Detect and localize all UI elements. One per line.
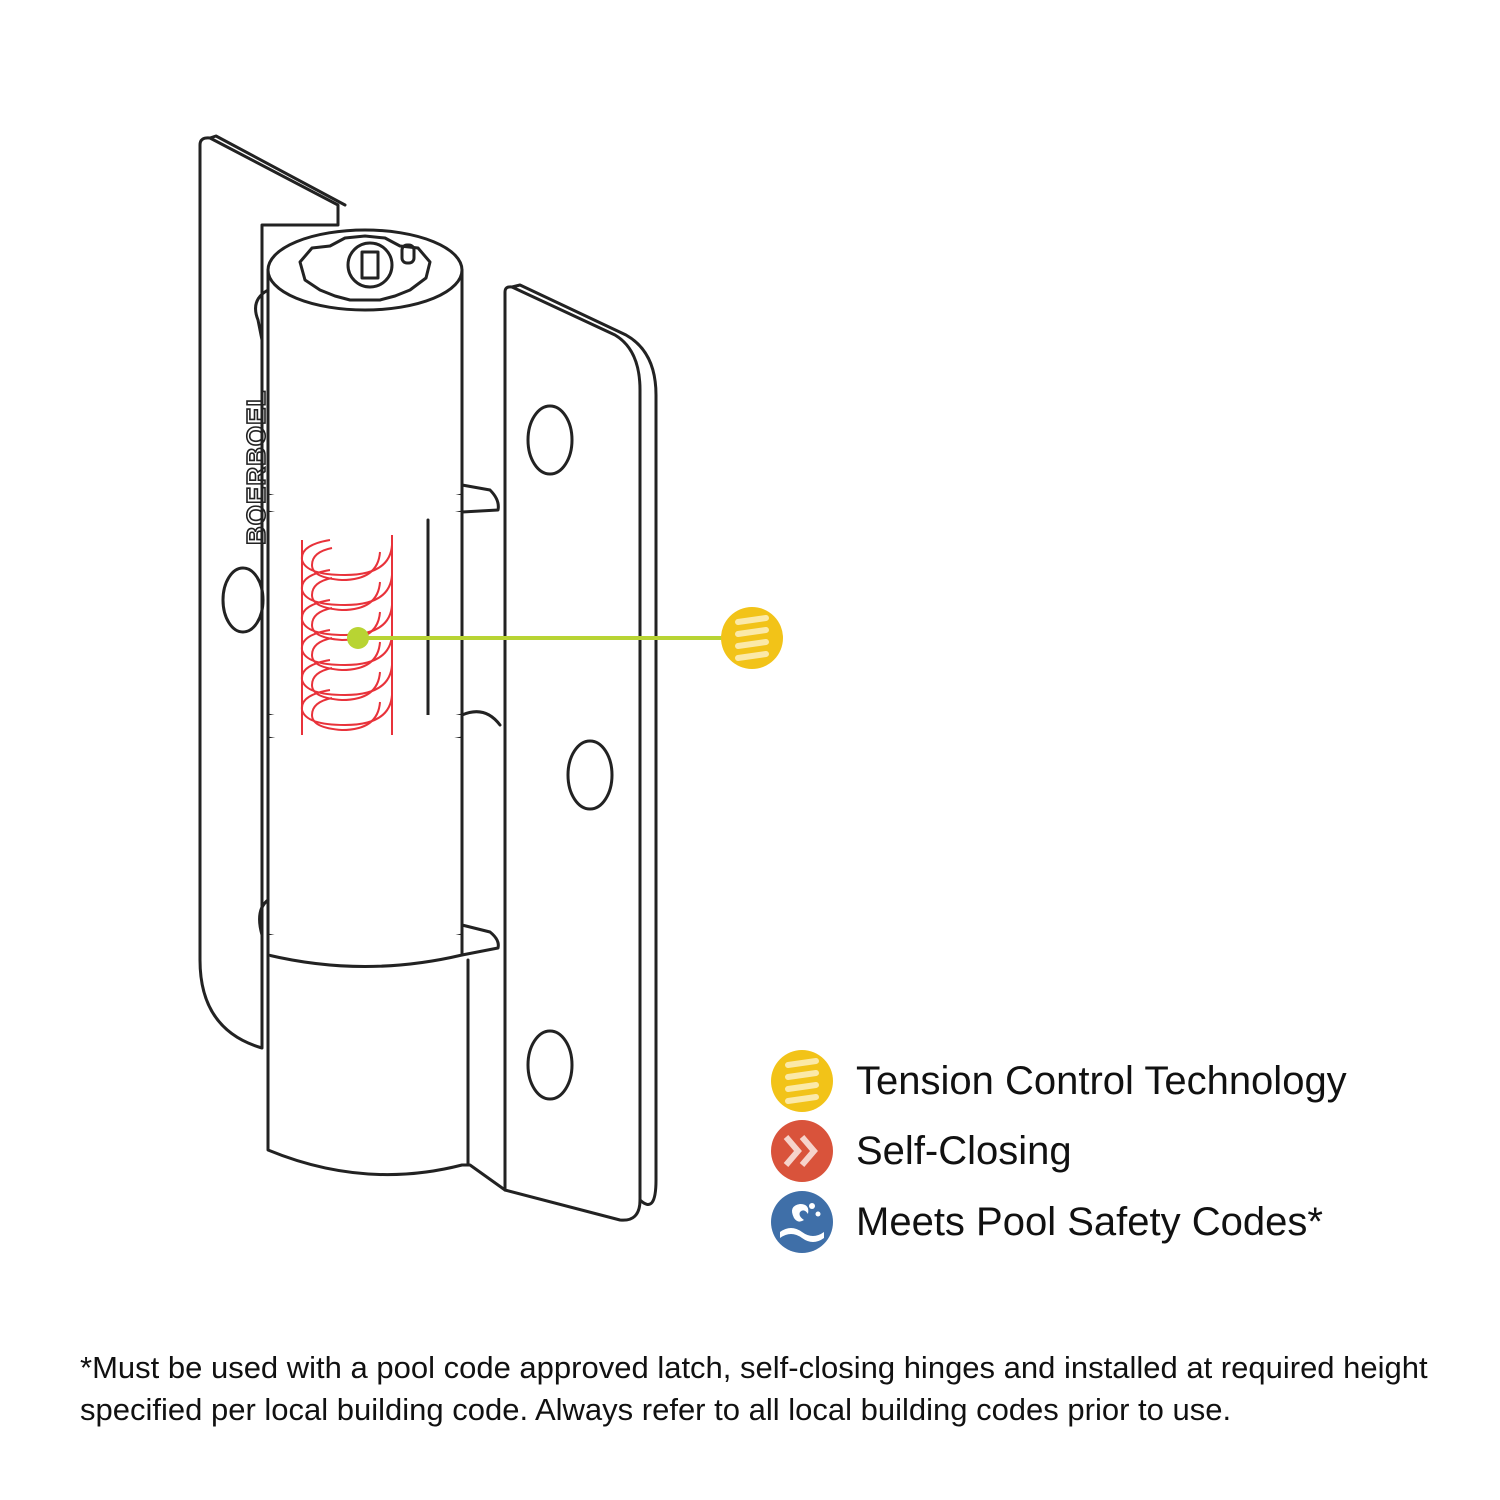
spring-coil [300, 535, 393, 735]
tension-callout [347, 607, 783, 669]
legend-item-tension-control: Tension Control Technology [770, 1049, 1347, 1113]
front-leaf-hole-middle [566, 739, 614, 811]
legend-label: Tension Control Technology [856, 1059, 1347, 1103]
back-leaf-plate [198, 136, 340, 1050]
barrel-middle-section [266, 736, 464, 949]
barrel-top-cap [266, 228, 464, 312]
callout-spring-icon [721, 607, 783, 669]
double-chevron-icon [771, 1120, 833, 1182]
legend-item-self-closing: Self-Closing [770, 1119, 1072, 1183]
back-leaf-hole [221, 566, 265, 634]
pool-wave-icon [771, 1191, 833, 1253]
legend-label: Meets Pool Safety Codes* [856, 1200, 1323, 1244]
front-leaf-hole-top [526, 404, 574, 476]
callout-dot [347, 627, 369, 649]
legend-item-pool-safety: Meets Pool Safety Codes* [770, 1190, 1323, 1254]
front-leaf-hole-bottom [526, 1029, 574, 1101]
brand-mark: BOERBOEL [241, 390, 271, 545]
spring-coil-icon [771, 1050, 833, 1112]
legend-label: Self-Closing [856, 1129, 1072, 1173]
footnote-disclaimer: *Must be used with a pool code approved … [80, 1350, 1428, 1427]
barrel-bottom-section [266, 953, 507, 1192]
